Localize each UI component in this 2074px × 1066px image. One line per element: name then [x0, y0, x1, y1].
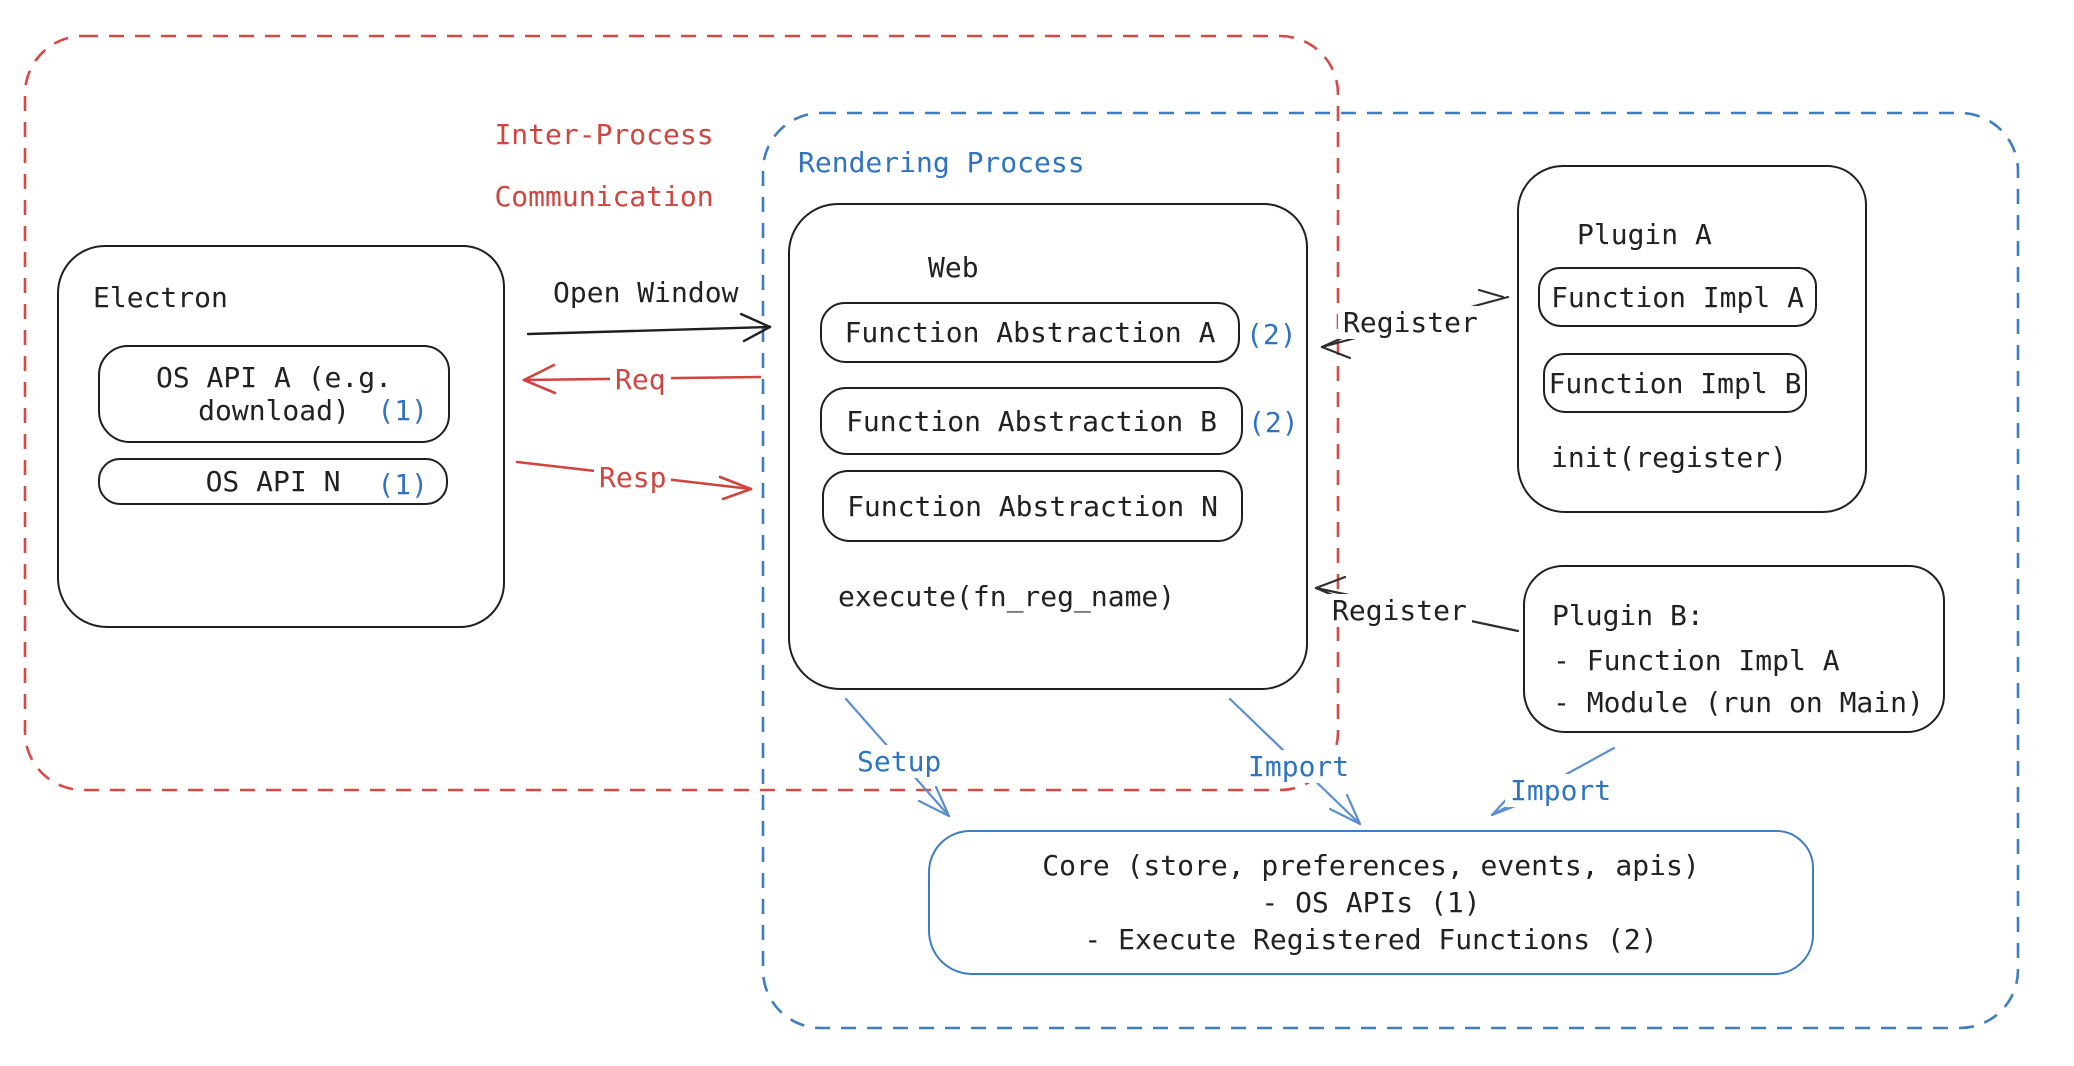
os-api-n-label: OS API N [205, 465, 341, 498]
core-box: Core (store, preferences, events, apis) … [928, 830, 1814, 975]
import-web-label: Import [1243, 750, 1355, 783]
register-bottom-label: Register [1327, 594, 1472, 627]
plugin-a-init-label: init(register) [1551, 441, 1788, 474]
fn-abstraction-b-ref: (2) [1248, 406, 1299, 439]
setup-label: Setup [852, 745, 947, 778]
plugin-b-title: Plugin B: [1552, 599, 1704, 632]
plugin-a-impl-b-label: Function Impl B [1548, 366, 1802, 400]
os-api-a-label-line1: OS API A (e.g. [155, 361, 392, 394]
ipc-region-label-line2: Communication [494, 180, 714, 213]
req-label: Req [610, 363, 671, 396]
rendering-region-outline [761, 111, 2020, 1030]
execute-label: execute(fn_reg_name) [838, 580, 1176, 613]
fn-abstraction-b-box: Function Abstraction B [820, 387, 1243, 455]
web-title: Web [928, 251, 979, 284]
ipc-region-outline [23, 34, 1340, 792]
fn-abstraction-b-label: Function Abstraction B [846, 404, 1217, 438]
register-top-label: Register [1338, 306, 1483, 339]
plugin-a-title: Plugin A [1577, 218, 1712, 251]
plugin-a-impl-a-label: Function Impl A [1551, 280, 1804, 314]
ipc-region-label: Inter-Process Communication [427, 88, 714, 243]
electron-title: Electron [93, 281, 228, 314]
os-api-a-label-line2: download) [198, 394, 350, 427]
os-api-a-ref: (1) [377, 394, 428, 427]
rendering-region-label: Rendering Process [798, 146, 1085, 179]
os-api-n-box: OS API N (1) [98, 458, 448, 505]
plugin-a-impl-b-box: Function Impl B [1543, 353, 1807, 413]
ipc-region-label-line1: Inter-Process [494, 118, 714, 151]
plugin-b-item-impl-a: - Function Impl A [1553, 644, 1840, 677]
open-window-label: Open Window [553, 276, 739, 309]
import-plugin-label: Import [1505, 774, 1617, 807]
plugin-a-box [1517, 165, 1867, 513]
plugin-a-impl-a-box: Function Impl A [1538, 267, 1817, 327]
core-line-2: - OS APIs (1) [1261, 886, 1481, 919]
resp-label: Resp [594, 461, 672, 494]
fn-abstraction-a-label: Function Abstraction A [844, 316, 1216, 349]
fn-abstraction-n-box: Function Abstraction N [822, 470, 1243, 542]
os-api-a-box: OS API A (e.g. download) (1) [98, 345, 450, 443]
core-line-1: Core (store, preferences, events, apis) [1042, 849, 1700, 882]
core-line-3: - Execute Registered Functions (2) [1084, 923, 1658, 956]
os-api-n-ref: (1) [377, 468, 428, 501]
fn-abstraction-a-box: Function Abstraction A [820, 302, 1240, 363]
fn-abstraction-a-ref: (2) [1246, 318, 1297, 351]
plugin-b-item-module: - Module (run on Main) [1553, 686, 1924, 719]
plugin-b-box [1523, 565, 1945, 733]
fn-abstraction-n-label: Function Abstraction N [847, 489, 1218, 523]
open-window-arrow [526, 312, 772, 343]
